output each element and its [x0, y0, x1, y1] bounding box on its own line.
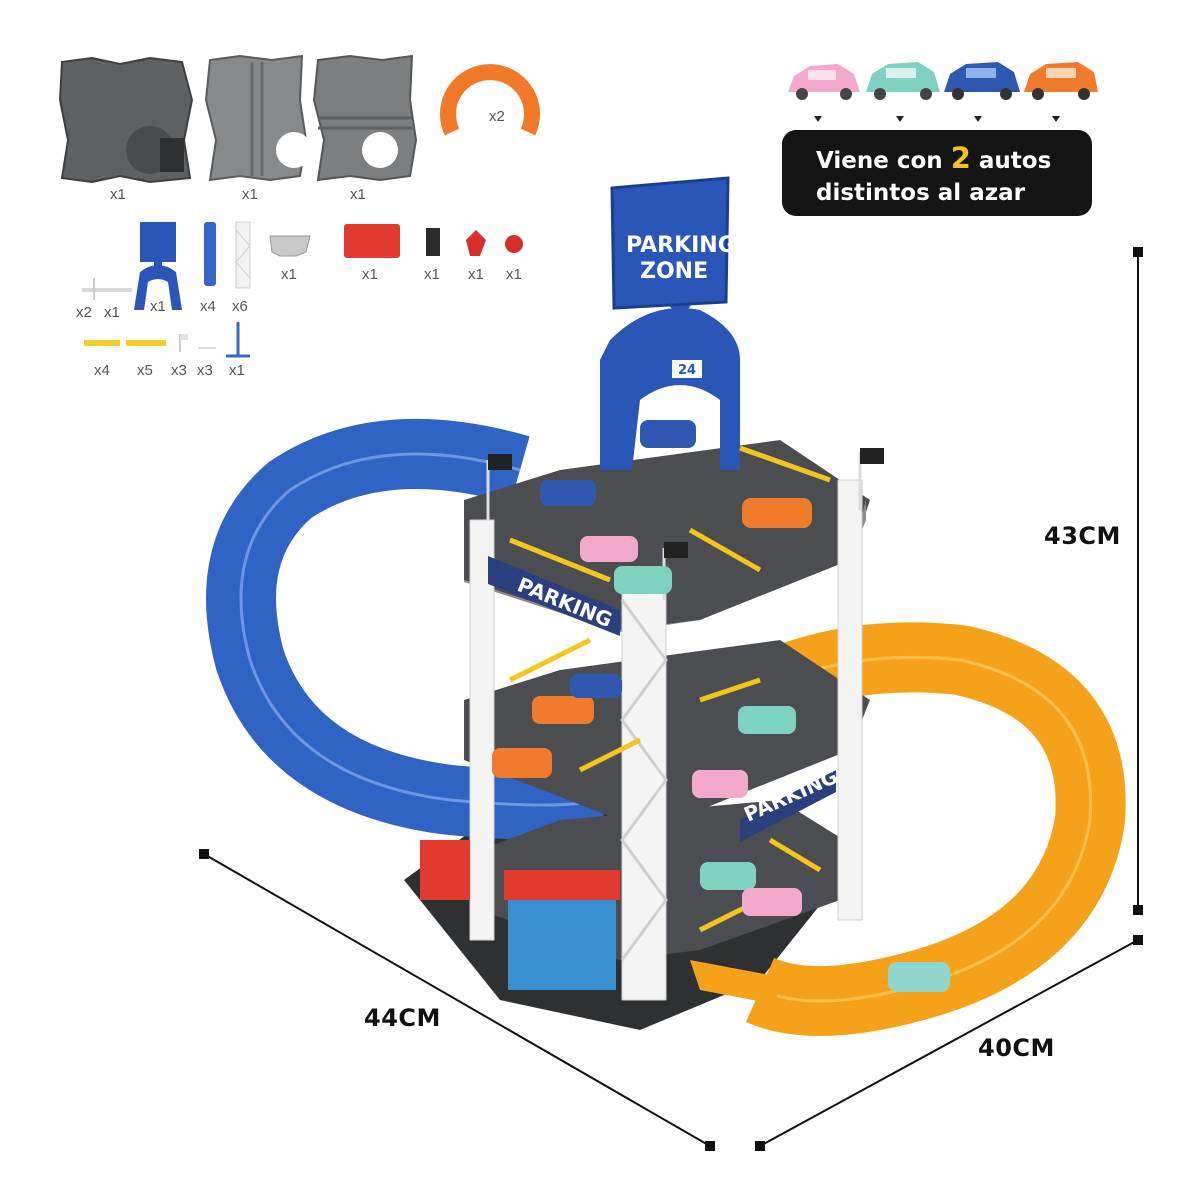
callout-line1-pre: Viene con — [816, 148, 951, 174]
red-figure-a-icon — [466, 230, 486, 256]
qty-red-part: x1 — [362, 266, 378, 283]
qty-red-figure-b: x1 — [506, 266, 522, 283]
qty-panel-a: x1 — [110, 186, 126, 203]
blue-stand-icon — [226, 322, 250, 358]
model-cars-icon — [492, 420, 950, 992]
qty-white-column: x6 — [232, 298, 248, 315]
rail-icon — [82, 278, 132, 300]
qty-rail-short: x2 — [76, 304, 92, 321]
blue-column-icon — [204, 222, 216, 286]
white-columns-icon — [469, 479, 863, 1001]
track-panel-b-icon — [204, 54, 312, 182]
qty-panel-c: x1 — [350, 186, 366, 203]
parking-zone-line1: PARKING — [626, 233, 736, 258]
width-label: 44CM — [364, 1004, 441, 1032]
parking-zone-sign-icon: PARKING ZONE — [610, 176, 736, 310]
height-label: 43CM — [1044, 522, 1121, 550]
parts-diagram: x1 x1 x1 x2 x2 x1 x1 x4 x6 x1 x1 x1 x1 x… — [0, 0, 560, 400]
cars-row — [780, 40, 1100, 130]
flag-icon — [179, 334, 216, 352]
width-dimension-line — [199, 849, 715, 1151]
car-orange-icon — [1024, 62, 1098, 122]
qty-black-part: x1 — [424, 266, 440, 283]
hours-label: 24 — [678, 363, 696, 378]
qty-yellow-rail-a: x4 — [94, 362, 110, 379]
grey-part-icon — [269, 235, 311, 257]
yellow-rail-icon — [84, 340, 166, 346]
gas-station-icon — [420, 840, 620, 990]
qty-blue-stand: x1 — [229, 362, 245, 379]
black-part-icon — [426, 228, 440, 256]
orange-curve-icon — [440, 64, 540, 136]
qty-rail-long: x1 — [104, 304, 120, 321]
qty-blue-column: x4 — [200, 298, 216, 315]
track-panel-a-icon — [58, 56, 194, 184]
qty-panel-b: x1 — [242, 186, 258, 203]
qty-blue-tower: x1 — [150, 298, 166, 315]
qty-red-figure-a: x1 — [468, 266, 484, 283]
depth-dimension-line — [755, 935, 1143, 1151]
callout-line1-post: autos — [970, 148, 1052, 174]
blue-tower-icon — [134, 222, 182, 310]
parking-zone-line2: ZONE — [640, 259, 708, 284]
height-dimension-line — [1133, 247, 1143, 915]
red-figure-b-icon — [505, 235, 523, 253]
qty-flag: x3 — [171, 362, 187, 379]
car-pink-icon — [788, 64, 860, 122]
qty-small-part: x3 — [197, 362, 213, 379]
callout-number: 2 — [950, 141, 971, 175]
checkered-flag-icon — [486, 448, 884, 600]
red-part-icon — [344, 224, 400, 258]
qty-yellow-rail-b: x5 — [137, 362, 153, 379]
car-teal-icon — [866, 62, 940, 122]
random-cars-callout: Viene con 2 autos distintos al azar — [782, 130, 1092, 216]
qty-orange-curve: x2 — [489, 108, 505, 125]
qty-grey-part: x1 — [281, 266, 297, 283]
depth-label: 40CM — [978, 1034, 1055, 1062]
parking-garage-illustration: 24 PARKING ZONE PARKING PARKING — [0, 170, 1200, 1200]
track-panel-c-icon — [312, 54, 418, 182]
car-blue-icon — [944, 62, 1020, 122]
white-column-icon — [235, 221, 251, 289]
callout-line2: distintos al azar — [816, 180, 1025, 206]
